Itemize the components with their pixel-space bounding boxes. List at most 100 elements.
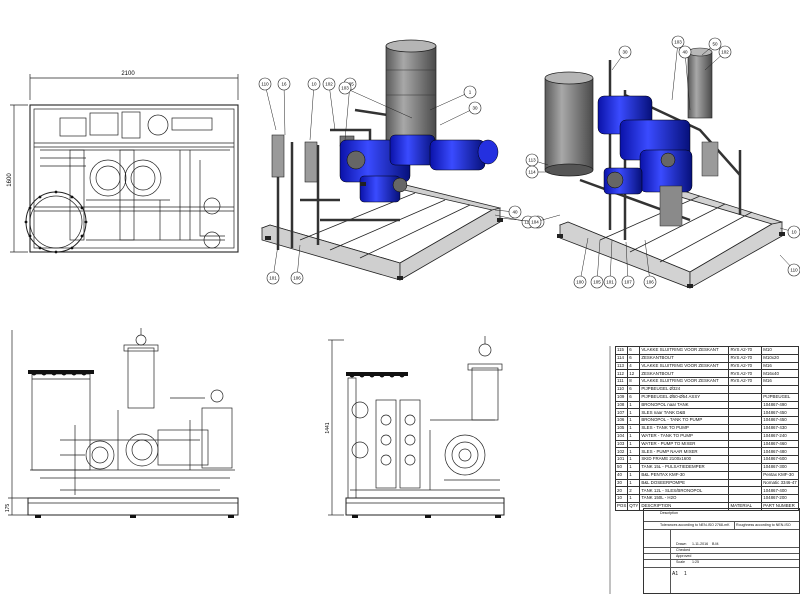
balloon-callout: 1 [429, 85, 477, 111]
bom-cell: 1 [627, 431, 641, 441]
plan-view [10, 74, 239, 253]
bom-cell: 101 [614, 455, 629, 464]
bom-cell: B&L DOSEERPOMPE [639, 478, 730, 488]
drawn-date: 1-11-2016 [692, 542, 709, 546]
balloon-label: 10 [311, 82, 317, 87]
bom-cell: 108 [614, 400, 629, 410]
balloon-label: 113 [528, 158, 536, 163]
bom-cell [728, 416, 763, 425]
balloon-label: 40 [682, 50, 688, 55]
bom-cell [728, 478, 763, 488]
bom-cell: PIJPBEUGEL Ø324 [639, 384, 730, 394]
bom-cell: VLAKKE SLUITRING VOOR ZESKANT [639, 377, 730, 386]
bom-cell: MATERIAL [728, 501, 763, 511]
bom-cell: 4 [627, 361, 641, 371]
bom-cell: ZESKANTBOUT [639, 369, 730, 379]
bom-cell: 6 [627, 384, 641, 394]
bom-cell: 6 [627, 346, 641, 355]
balloon-callout: 50 [701, 37, 722, 56]
balloon-label: 16 [281, 82, 287, 87]
title-block: Description Tolerances according to NEN-… [643, 508, 800, 594]
bom-cell: 104867-450 [761, 416, 799, 425]
bom-cell: Pentax KMF-30 [761, 470, 799, 480]
bom-cell: 114 [614, 353, 629, 363]
balloon-label: 102 [325, 82, 333, 87]
bom-cell: 104867-600 [761, 455, 799, 464]
bom-cell: 8 [627, 377, 641, 386]
bom-cell: 104867-300 [761, 462, 799, 472]
dim-height-label: 1600 [7, 173, 13, 187]
bom-cell: M16x40 [761, 369, 799, 379]
bom-cell [728, 470, 763, 480]
bom-cell [728, 455, 763, 464]
bom-cell: RVS A2-70 [728, 346, 763, 355]
balloon-label: 50 [712, 42, 718, 47]
revision: 1 [684, 571, 687, 577]
bom-cell: M16 [761, 377, 799, 386]
side-elevation [328, 336, 505, 516]
bom-cell: 1 [627, 400, 641, 410]
dim-width-label: 2100 [121, 71, 135, 77]
bom-cell: VLAKKE SLUITRING VOOR ZESKANT [639, 361, 730, 371]
tolerance-text: Tolerances according to NEN-ISO 2768-mK [660, 523, 730, 527]
bom-cell: 111 [614, 377, 629, 386]
balloon-label: 30 [472, 106, 478, 111]
balloon-callout: 30 [439, 101, 482, 126]
balloon-label: 103 [674, 40, 682, 45]
balloon-callout: 101 [603, 239, 617, 289]
balloon-callout: 102 [322, 77, 336, 131]
bom-cell: ZESKANTBOUT [639, 353, 730, 363]
bom-cell: WATER - TANK TO PUMP [639, 431, 730, 441]
bom-cell [728, 447, 763, 457]
bom-cell: TANK 12L - SLES/BRONOPOL [639, 486, 730, 496]
bom-cell [728, 439, 763, 449]
bom-cell: 10 [614, 494, 629, 503]
balloon-callout: 16 [277, 77, 291, 136]
balloon-label: 1 [469, 90, 472, 95]
drawn-by: B.M. [712, 542, 720, 546]
balloon-label: 114 [528, 170, 536, 175]
bom-cell: PIJPBEUGEL [761, 392, 799, 402]
balloon-callout: 110 [779, 254, 800, 277]
balloon-callout: 101 [266, 244, 280, 285]
bom-cell: 40 [614, 470, 629, 480]
balloon-label: 102 [721, 50, 729, 55]
dim-side-height-label: 1441 [325, 422, 331, 433]
bom-cell: 112 [614, 369, 629, 379]
bom-cell: 115 [614, 346, 629, 355]
balloons-view-1: 110161010210513040112111103101106 [258, 77, 545, 285]
bom-cell: 104867-450 [761, 408, 799, 418]
bom-cell: 1 [627, 423, 641, 433]
bom-cell: M10x20 [761, 353, 799, 363]
bom-cell: TANK 15L - PULSATIEDEMPER [639, 462, 730, 472]
balloon-label: 40 [512, 210, 518, 215]
roughness-text: Roughness according to NEN-ISO [736, 523, 791, 527]
bom-cell: SLES - TANK TO PUMP [639, 423, 730, 433]
bom-cell [728, 494, 763, 503]
bom-cell: WATER - PUMP TO MIXER [639, 439, 730, 449]
balloon-callout: 113 [525, 153, 549, 167]
bom-cell: 1 [627, 494, 641, 503]
bom-cell: Nomatic 3346-47 [761, 478, 799, 488]
balloon-callout: 103 [671, 35, 685, 101]
bom-cell [761, 384, 799, 394]
bom-cell: 104867-200 [761, 494, 799, 503]
balloon-callout: 106 [643, 239, 657, 289]
balloon-label: 101 [606, 280, 614, 285]
bom-cell: SLES - PUMP NAAR MIXER [639, 447, 730, 457]
bom-cell: 104867-460 [761, 439, 799, 449]
balloon-callout: 110 [258, 77, 277, 131]
bom-cell: QTY [627, 501, 641, 511]
bom-cell: 1 [627, 478, 641, 488]
bom-cell: M16 [761, 361, 799, 371]
bom-cell: 104867-400 [761, 486, 799, 496]
balloon-label: 103 [341, 86, 349, 91]
bom-cell [728, 431, 763, 441]
